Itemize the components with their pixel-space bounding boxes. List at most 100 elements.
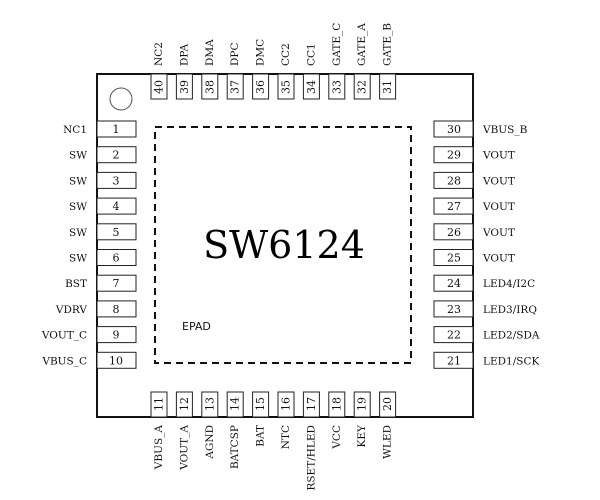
pin-number-25: 25 xyxy=(447,252,461,265)
pin-label-35: CC2 xyxy=(280,43,292,66)
pin-label-3: SW xyxy=(69,175,87,187)
pin-number-27: 27 xyxy=(447,200,461,213)
pin-number-1: 1 xyxy=(113,123,120,136)
pin-box-14 xyxy=(226,391,244,418)
pin-label-31: GATE_B xyxy=(382,23,394,66)
pin-label-18: VCC xyxy=(331,425,343,450)
pin-label-34: CC1 xyxy=(305,43,317,66)
pin-box-37 xyxy=(226,73,244,100)
pin-number-7: 7 xyxy=(113,277,120,290)
pin-number-40: 40 xyxy=(153,80,166,94)
pin-number-24: 24 xyxy=(447,277,461,290)
pins-bottom-side: 11VBUS_A12VOUT_A13AGND14BATCSP15BAT16NTC… xyxy=(150,391,397,491)
pin-label-17: RSET/HLED xyxy=(305,425,317,491)
pin-number-38: 38 xyxy=(203,80,216,94)
pin-label-12: VOUT_A xyxy=(178,425,190,471)
pin-label-11: VBUS_A xyxy=(153,425,165,471)
pin-box-24 xyxy=(433,274,474,292)
pin-box-2 xyxy=(96,146,137,164)
pin-number-36: 36 xyxy=(254,80,267,94)
pin-number-22: 22 xyxy=(447,329,461,342)
pin-label-38: DMA xyxy=(204,39,216,66)
pin-number-33: 33 xyxy=(330,80,343,94)
pin-box-25 xyxy=(433,249,474,266)
pin-label-21: LED1/SCK xyxy=(483,355,540,367)
pin-box-18 xyxy=(328,391,346,418)
pin-box-20 xyxy=(379,391,397,418)
pin-label-27: VOUT xyxy=(482,201,515,213)
pin-number-6: 6 xyxy=(113,252,120,265)
pin-number-18: 18 xyxy=(330,397,343,411)
pin-box-26 xyxy=(433,223,474,241)
pin-number-39: 39 xyxy=(178,80,191,94)
pin-box-27 xyxy=(433,197,474,215)
pin-number-32: 32 xyxy=(356,80,369,94)
pin-box-13 xyxy=(201,391,219,418)
pin-box-22 xyxy=(433,326,474,344)
epad-outline xyxy=(154,126,412,364)
pin-label-24: LED4/I2C xyxy=(483,278,535,290)
pin-number-8: 8 xyxy=(113,303,120,316)
pin-box-29 xyxy=(433,146,474,164)
pin1-marker-dot xyxy=(109,87,133,111)
pin-box-38 xyxy=(201,73,219,100)
pin-label-39: DPA xyxy=(178,43,190,66)
pin-label-2: SW xyxy=(69,150,87,162)
pin-box-28 xyxy=(433,171,474,189)
pins-left-side: 1NC12SW3SW4SW5SW6SW7BST8VDRV9VOUT_C10VBU… xyxy=(41,120,137,369)
pin-number-4: 4 xyxy=(113,200,120,213)
pin-label-16: NTC xyxy=(280,425,292,449)
pin-box-1 xyxy=(96,120,137,138)
pin-label-33: GATE_C xyxy=(331,23,343,66)
pin-box-12 xyxy=(175,391,193,418)
pin-label-32: GATE_A xyxy=(356,23,368,66)
pin-box-9 xyxy=(96,326,137,344)
pin-number-28: 28 xyxy=(447,174,461,187)
pin-label-29: VOUT xyxy=(482,150,515,162)
pin-box-4 xyxy=(96,197,137,215)
pin-label-36: DMC xyxy=(255,39,267,66)
part-number-title: SW6124 xyxy=(203,223,365,267)
pin-number-5: 5 xyxy=(113,226,120,239)
pin-label-37: DPC xyxy=(229,42,241,66)
pin-label-7: BST xyxy=(65,278,87,290)
pins-top-side: 40NC239DPA38DMA37DPC36DMC35CC234CC133GAT… xyxy=(150,23,397,100)
pin-label-28: VOUT xyxy=(482,175,515,187)
pin-label-14: BATCSP xyxy=(229,425,241,469)
pin-number-13: 13 xyxy=(203,397,216,411)
pin-box-10 xyxy=(96,351,137,369)
pin-box-17 xyxy=(302,391,320,418)
pin-box-31 xyxy=(379,73,397,100)
pin-number-16: 16 xyxy=(280,397,293,411)
pin-box-30 xyxy=(433,120,474,138)
pin-box-39 xyxy=(175,73,193,100)
pin-box-19 xyxy=(353,391,371,418)
pin-label-5: SW xyxy=(69,227,87,239)
pin-label-30: VBUS_B xyxy=(482,124,528,136)
pin-label-8: VDRV xyxy=(55,304,88,316)
pin-label-10: VBUS_C xyxy=(41,355,87,367)
pin-number-31: 31 xyxy=(381,80,394,94)
pin-label-23: LED3/IRQ xyxy=(483,304,537,316)
pin-number-29: 29 xyxy=(447,149,461,162)
pin-label-19: KEY xyxy=(356,424,368,448)
pin-number-12: 12 xyxy=(178,397,191,411)
pin-number-23: 23 xyxy=(447,303,461,316)
pin-number-34: 34 xyxy=(305,80,318,94)
pin-box-21 xyxy=(433,351,474,369)
pin-number-21: 21 xyxy=(447,354,461,367)
pin-label-4: SW xyxy=(69,201,87,213)
pin-box-35 xyxy=(277,73,295,100)
pin-number-20: 20 xyxy=(381,397,394,411)
pin-label-22: LED2/SDA xyxy=(483,330,540,342)
pin-box-15 xyxy=(252,391,270,418)
pin-box-3 xyxy=(96,171,137,189)
pin-label-25: VOUT xyxy=(482,253,515,265)
pin-number-26: 26 xyxy=(447,226,461,239)
pin-number-30: 30 xyxy=(447,123,461,136)
pin-label-9: VOUT_C xyxy=(41,330,87,342)
pin-box-6 xyxy=(96,249,137,266)
pin-box-36 xyxy=(252,73,270,100)
